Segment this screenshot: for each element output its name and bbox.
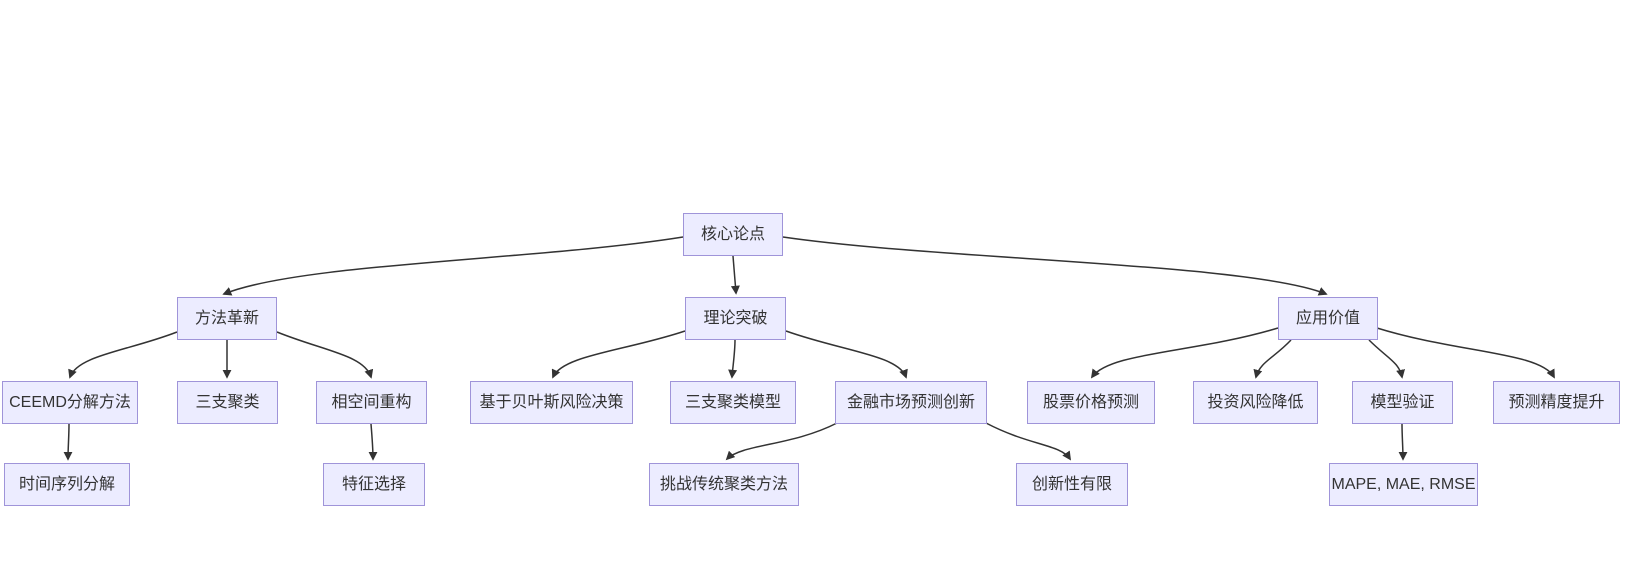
edge-application-value-to-prediction-accuracy bbox=[1376, 327, 1555, 379]
node-investment-risk-reduction: 投资风险降低 bbox=[1193, 381, 1318, 424]
edge-core-thesis-to-theory-breakthrough bbox=[730, 255, 740, 295]
edge-ceemd-to-time-series-decomposition bbox=[63, 423, 73, 461]
node-feature-selection-label: 特征选择 bbox=[341, 475, 406, 493]
edge-method-innovation-to-ceemd bbox=[68, 331, 178, 379]
node-prediction-accuracy: 预测精度提升 bbox=[1493, 381, 1620, 424]
node-three-way-clustering: 三支聚类 bbox=[177, 381, 278, 424]
node-feature-selection: 特征选择 bbox=[323, 463, 425, 506]
edge-financial-market-to-limited-novelty bbox=[985, 422, 1072, 461]
edge-core-thesis-to-application-value bbox=[782, 236, 1328, 296]
node-challenge-traditional-clustering-label: 挑战传统聚类方法 bbox=[659, 475, 788, 493]
node-three-way-clustering-label: 三支聚类 bbox=[195, 393, 260, 411]
node-bayesian-risk-decision-label: 基于贝叶斯风险决策 bbox=[479, 393, 624, 411]
node-error-metrics-label: MAPE, MAE, RMSE bbox=[1331, 475, 1476, 493]
edge-application-value-to-model-validation bbox=[1368, 339, 1405, 379]
node-bayesian-risk-decision: 基于贝叶斯风险决策 bbox=[470, 381, 633, 424]
node-core-thesis-label: 核心论点 bbox=[700, 225, 765, 243]
edge-application-value-to-investment-risk bbox=[1253, 339, 1292, 379]
edge-application-value-to-stock-price bbox=[1090, 327, 1279, 379]
node-phase-space-reconstruction-label: 相空间重构 bbox=[331, 393, 412, 411]
node-limited-novelty: 创新性有限 bbox=[1016, 463, 1128, 506]
edge-core-thesis-to-method-innovation bbox=[222, 236, 684, 296]
node-phase-space-reconstruction: 相空间重构 bbox=[316, 381, 427, 424]
node-core-thesis: 核心论点 bbox=[683, 213, 783, 256]
node-application-value: 应用价值 bbox=[1278, 297, 1378, 340]
node-stock-price-prediction: 股票价格预测 bbox=[1027, 381, 1155, 424]
edge-method-innovation-to-phase-space bbox=[276, 331, 374, 379]
edge-theory-breakthrough-to-bayesian bbox=[551, 330, 686, 379]
edge-theory-breakthrough-to-financial-market-innovation bbox=[785, 330, 908, 379]
edge-model-validation-to-error-metrics bbox=[1398, 423, 1408, 461]
node-financial-market-innovation: 金融市场预测创新 bbox=[835, 381, 987, 424]
node-ceemd-decomposition: CEEMD分解方法 bbox=[2, 381, 138, 424]
node-model-validation: 模型验证 bbox=[1352, 381, 1453, 424]
node-theory-breakthrough: 理论突破 bbox=[685, 297, 786, 340]
node-theory-breakthrough-label: 理论突破 bbox=[703, 309, 768, 327]
node-challenge-traditional-clustering: 挑战传统聚类方法 bbox=[649, 463, 799, 506]
node-time-series-decomposition-label: 时间序列分解 bbox=[18, 475, 115, 493]
edge-theory-breakthrough-to-three-way-clustering-model bbox=[728, 339, 738, 379]
node-application-value-label: 应用价值 bbox=[1295, 309, 1360, 327]
node-method-innovation: 方法革新 bbox=[177, 297, 277, 340]
edge-financial-market-to-challenge-traditional bbox=[725, 422, 838, 461]
edge-phase-space-to-feature-selection bbox=[368, 423, 378, 461]
node-investment-risk-reduction-label: 投资风险降低 bbox=[1207, 393, 1304, 411]
node-prediction-accuracy-label: 预测精度提升 bbox=[1508, 393, 1605, 411]
node-stock-price-prediction-label: 股票价格预测 bbox=[1042, 393, 1139, 411]
node-ceemd-decomposition-label: CEEMD分解方法 bbox=[9, 393, 131, 411]
node-three-way-clustering-model-label: 三支聚类模型 bbox=[684, 393, 781, 411]
node-method-innovation-label: 方法革新 bbox=[194, 309, 259, 327]
node-financial-market-innovation-label: 金融市场预测创新 bbox=[846, 393, 975, 411]
node-error-metrics: MAPE, MAE, RMSE bbox=[1329, 463, 1478, 506]
node-three-way-clustering-model: 三支聚类模型 bbox=[670, 381, 796, 424]
node-model-validation-label: 模型验证 bbox=[1370, 393, 1435, 411]
node-limited-novelty-label: 创新性有限 bbox=[1031, 475, 1112, 493]
node-time-series-decomposition: 时间序列分解 bbox=[4, 463, 130, 506]
